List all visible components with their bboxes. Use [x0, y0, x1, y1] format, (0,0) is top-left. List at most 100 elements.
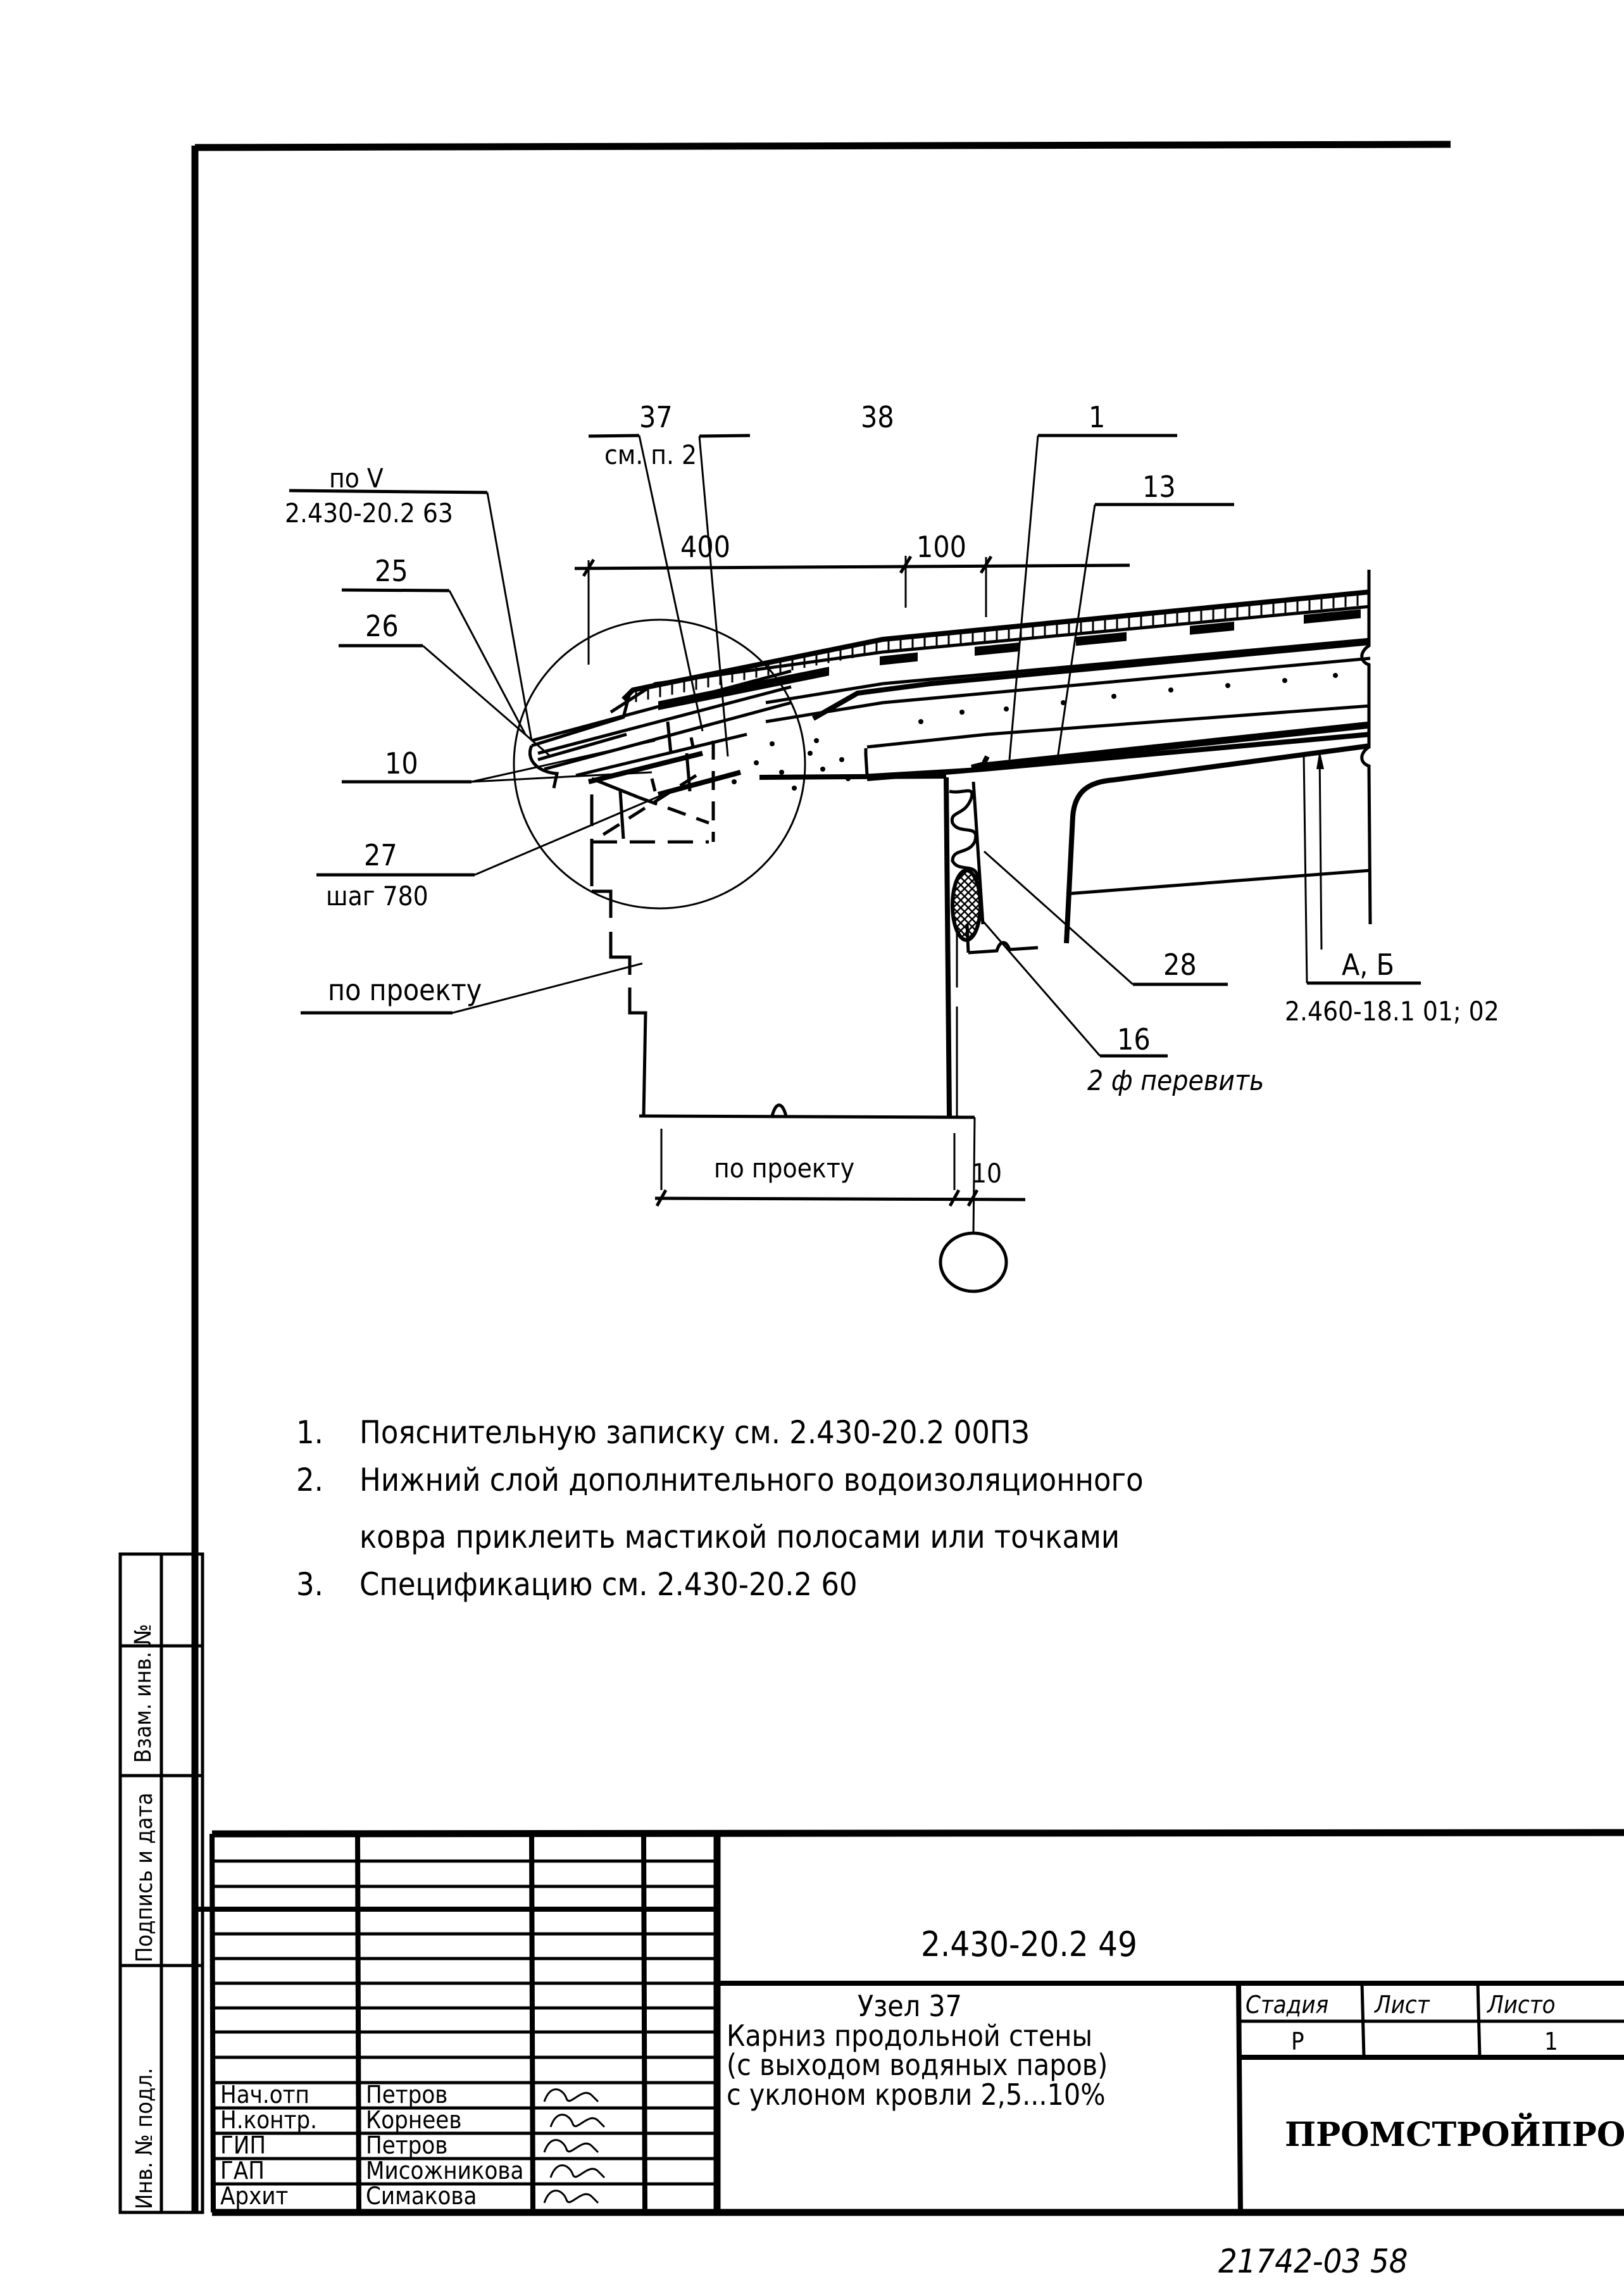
concrete-dot: [792, 786, 797, 791]
joint-seal: [949, 781, 1039, 955]
callout-labels: по V 2.430-20.2 63 37 см. п. 2 38 1 13 2…: [285, 400, 1499, 1189]
eave-detail-drawing: по V 2.430-20.2 63 37 см. п. 2 38 1 13 2…: [285, 400, 1499, 1293]
note-2-text: Нижний слой дополнительного водоизоляцио…: [359, 1462, 1144, 1498]
wall: [590, 774, 975, 1119]
concrete-dot: [779, 770, 784, 775]
sheets-header: Листо: [1487, 1991, 1556, 2019]
concrete-dot: [754, 760, 759, 765]
waterproof-strip: [658, 674, 791, 710]
sheet-frame: [191, 141, 1451, 2212]
concrete-dot: [1168, 687, 1173, 693]
staff-name: Мисожникова: [366, 2157, 523, 2185]
note-3-number: 3.: [296, 1566, 323, 1603]
concrete-dot: [814, 738, 819, 743]
bracket-frame: [590, 721, 715, 845]
concrete-dot: [959, 710, 965, 715]
callout-37: 37: [639, 400, 673, 434]
dimension-100: 100: [916, 530, 966, 564]
callout-ab: А, Б: [1342, 948, 1394, 982]
staff-role: ГАП: [220, 2157, 265, 2185]
concrete-dot: [1004, 706, 1009, 712]
staff-role: Архит: [220, 2182, 288, 2210]
callout-16: 16: [1117, 1022, 1151, 1057]
title-line-4: с уклоном кровли 2,5...10%: [727, 2078, 1106, 2112]
callout-27: 27: [364, 838, 397, 872]
title-line-1: Узел 37: [858, 1989, 962, 2023]
concrete-dot: [808, 751, 813, 756]
waterproof-strip: [1304, 609, 1361, 624]
concrete-dot: [1282, 678, 1287, 683]
stage-header: Стадия: [1246, 1991, 1328, 2019]
signature: [543, 2088, 599, 2103]
dimension-10: 10: [971, 1158, 1002, 1189]
stamp-inv-podl: Инв. № подл.: [132, 2068, 158, 2209]
concrete-dot: [820, 767, 825, 772]
axis-marker: [939, 1117, 1008, 1293]
callout-37-note: см. п. 2: [604, 439, 697, 470]
signature: [549, 2114, 606, 2128]
dimension-po-proektu: по проекту: [714, 1153, 854, 1184]
callout-25: 25: [375, 554, 408, 588]
callout-10: 10: [385, 746, 418, 781]
sheet-header: Лист: [1374, 1991, 1430, 2019]
stage-value: Р: [1291, 2028, 1304, 2055]
note-2-continued: ковра приклеить мастикой полосами или то…: [359, 1519, 1120, 1555]
stamp-podpis-data: Подпись и дата: [132, 1793, 158, 1962]
waterproof-strip: [975, 643, 1019, 656]
waterproof-strip: [778, 667, 829, 686]
concrete-dot: [770, 741, 775, 746]
staff-name: Петров: [366, 2081, 447, 2109]
staff-role: Нач.отп: [220, 2081, 309, 2109]
callout-27-step: шаг 780: [326, 881, 428, 912]
callout-po-proektu: по проекту: [328, 973, 482, 1007]
detail-circle: [513, 618, 806, 910]
callout-ab-ref: 2.460-18.1 01; 02: [1285, 996, 1499, 1027]
general-notes: 1. Пояснительную записку см. 2.430-20.2 …: [296, 1414, 1144, 1603]
callout-28: 28: [1163, 948, 1197, 982]
leader-lines: [289, 434, 1421, 1058]
waterproof-strip: [880, 652, 918, 666]
staff-role: ГИП: [220, 2131, 266, 2159]
callout-38: 38: [861, 400, 894, 434]
concrete-dot: [1333, 673, 1338, 678]
title-line-3: (с выходом водяных паров): [727, 2048, 1108, 2082]
signature: [549, 2164, 606, 2179]
callout-ref-v-code: 2.430-20.2 63: [285, 498, 453, 529]
staff-name: Корнеев: [366, 2106, 461, 2134]
note-3-text: Спецификацию см. 2.430-20.2 60: [359, 1566, 858, 1603]
archive-code: 21742-03 58: [1218, 2243, 1408, 2281]
concrete-dot: [839, 757, 844, 762]
concrete-dot: [732, 779, 737, 784]
concrete-dot: [1111, 694, 1116, 699]
roof-slab-rib: [982, 570, 1372, 950]
dimension-400: 400: [680, 530, 730, 564]
document-code: 2.430-20.2 49: [921, 1924, 1137, 1964]
organization-name: ПРОМСТРОЙПРОЕК: [1285, 2112, 1624, 2154]
note-1-text: Пояснительную записку см. 2.430-20.2 00П…: [359, 1414, 1030, 1451]
stamp-vzam-inv: Взам. инв. №: [130, 1624, 156, 1763]
callout-13: 13: [1142, 470, 1176, 504]
callout-1: 1: [1089, 400, 1105, 434]
callout-26: 26: [365, 609, 399, 643]
roof-covering: [528, 589, 1371, 797]
concrete-dot: [1225, 683, 1230, 688]
waterproof-strip: [1076, 632, 1127, 646]
side-stamp: Взам. инв. № Подпись и дата Инв. № подл.: [118, 1552, 204, 2214]
note-1-number: 1.: [296, 1414, 323, 1451]
staff-name: Симакова: [366, 2182, 477, 2210]
concrete-dot: [918, 719, 923, 724]
staff-name: Петров: [366, 2131, 447, 2159]
signature: [543, 2190, 599, 2204]
callout-ref-v: по V: [329, 463, 384, 494]
waterproof-strip: [1190, 621, 1234, 635]
staff-role: Н.контр.: [220, 2106, 317, 2134]
signature: [543, 2139, 599, 2154]
sheets-value: 1: [1544, 2028, 1558, 2055]
title-line-2: Карниз продольной стены: [727, 2019, 1092, 2053]
note-2-number: 2.: [296, 1462, 323, 1498]
concrete-dot: [1061, 700, 1066, 705]
callout-16-note: 2 ф перевить: [1087, 1065, 1264, 1097]
